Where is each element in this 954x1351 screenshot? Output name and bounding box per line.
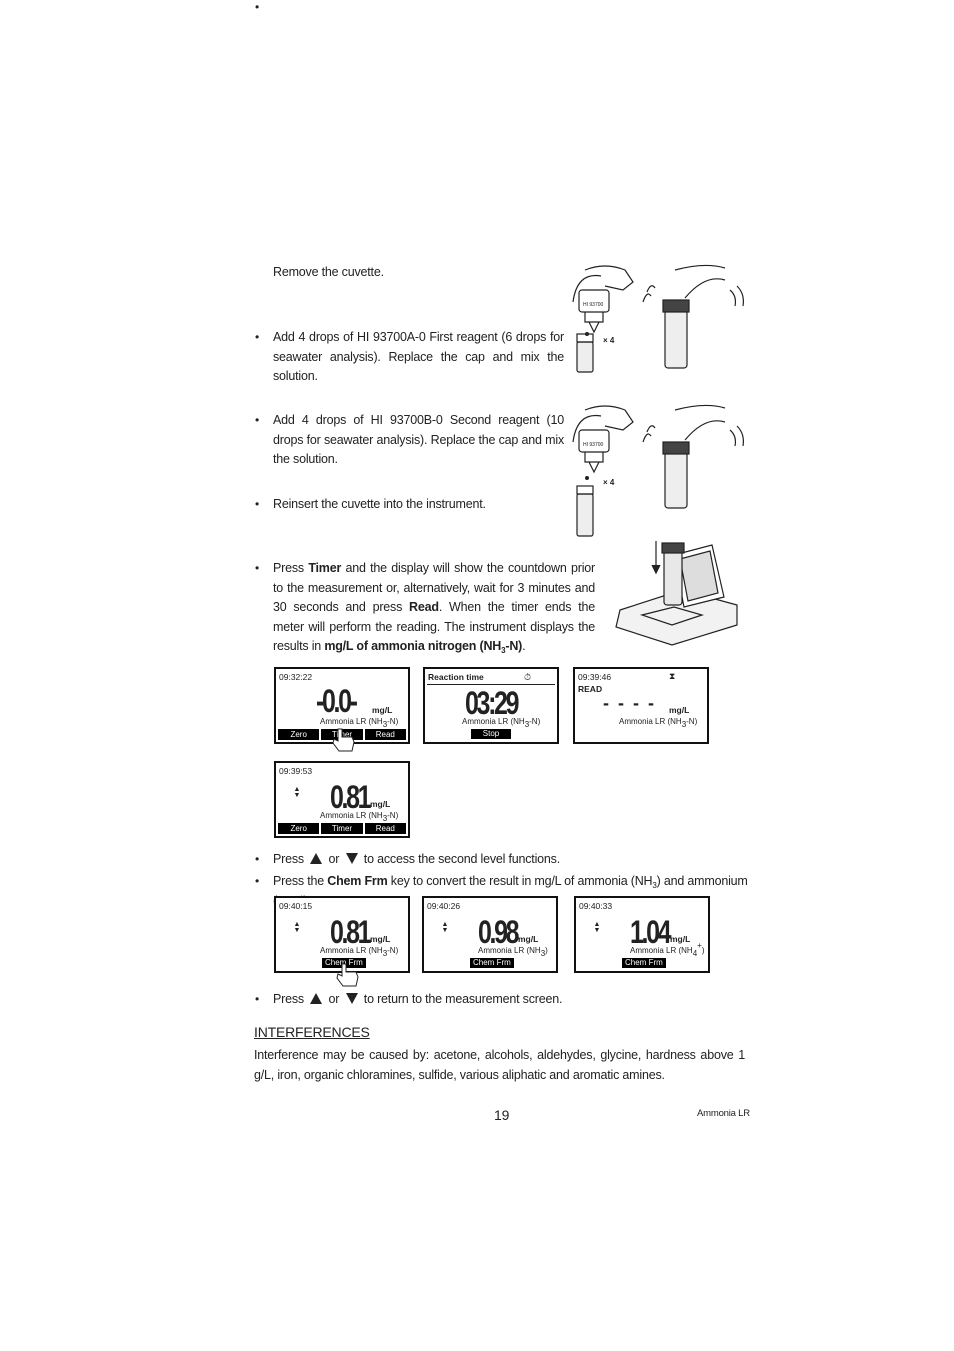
- bullet: •: [255, 874, 260, 888]
- display-screen-result: 09:39:53 ▲▼ 0.81 mg/L Ammonia LR (NH3-N)…: [274, 761, 410, 838]
- unit-label: mg/L: [669, 705, 690, 715]
- interferences-body: Interference may be caused by: acetone, …: [254, 1048, 745, 1082]
- measurement-value: 0.81: [330, 914, 372, 950]
- softkey-bar: Zero Timer Read: [278, 823, 406, 834]
- zero-key[interactable]: Zero: [278, 729, 320, 740]
- read-mode-label: READ: [578, 684, 603, 694]
- times-four-label: × 4: [603, 478, 615, 487]
- clock-readout: 09:39:53: [279, 766, 313, 776]
- up-down-arrows-icon: ▲▼: [293, 786, 301, 799]
- step-first-reagent: Add 4 drops of HI 93700A-0 First reagent…: [273, 330, 564, 383]
- measurement-value: 0.98: [478, 914, 520, 950]
- timer-key-label: Timer: [308, 561, 342, 575]
- unit-label: mg/L: [370, 934, 391, 944]
- clock-readout: 09:40:33: [579, 901, 613, 911]
- stopwatch-icon: ⏱: [524, 672, 532, 682]
- clock-readout: 09:39:46: [578, 672, 612, 682]
- up-down-arrows-icon: ▲▼: [441, 921, 449, 934]
- display-screen-nh3: 09:40:26 ▲▼ 0.98 mg/L Ammonia LR (NH3) C…: [422, 896, 558, 973]
- stop-key[interactable]: Stop: [471, 729, 511, 739]
- chem-frm-key-label: Chem Frm: [327, 874, 388, 888]
- unit-label: mg/L: [670, 934, 691, 944]
- chem-frm-key[interactable]: Chem Frm: [622, 958, 666, 968]
- page-number: 19: [494, 1107, 510, 1123]
- measurement-value: 0.81: [330, 779, 372, 815]
- method-label: Ammonia LR (NH3): [478, 946, 548, 958]
- times-four-label: × 4: [603, 336, 615, 345]
- method-label: Ammonia LR (NH4+): [630, 941, 705, 958]
- bullet: •: [255, 413, 260, 427]
- step-timer: Press Timer and the display will show th…: [273, 561, 595, 655]
- clock-readout: 09:40:15: [279, 901, 313, 911]
- reaction-time-title: Reaction time: [428, 672, 484, 682]
- step-second-reagent: Add 4 drops of HI 93700B-0 Second reagen…: [273, 413, 564, 466]
- display-screen-nh3-n: 09:40:15 ▲▼ 0.81 mg/L Ammonia LR (NH3-N)…: [274, 896, 410, 973]
- clock-readout: 09:40:26: [427, 901, 461, 911]
- up-arrow-icon: [310, 853, 323, 864]
- method-label: Ammonia LR (NH3-N): [320, 811, 399, 823]
- bullet: •: [255, 497, 260, 511]
- bullet: •: [255, 330, 260, 344]
- title-divider: [427, 684, 555, 685]
- down-arrow-icon: [345, 993, 358, 1004]
- unit-label: mg/L: [372, 705, 393, 715]
- pointer-hand-icon: [332, 728, 355, 752]
- measurement-value: -0.0-: [316, 683, 358, 719]
- step-second-level: Press or to access the second level func…: [273, 852, 560, 866]
- method-label: Ammonia LR (NH3-N): [320, 717, 399, 729]
- bottle-label: HI 93700: [583, 442, 604, 448]
- bullet: •: [255, 992, 260, 1006]
- down-arrow-icon: [345, 853, 358, 864]
- up-arrow-icon: [310, 993, 323, 1004]
- first-reagent-illustration: HI 93700 × 4: [572, 264, 744, 373]
- read-key[interactable]: Read: [364, 823, 406, 834]
- read-key-label: Read: [409, 600, 439, 614]
- measurement-value: 1.04: [630, 914, 672, 950]
- bullet: •: [255, 0, 260, 14]
- method-label: Ammonia LR (NH3-N): [320, 946, 399, 958]
- chem-frm-key[interactable]: Chem Frm: [470, 958, 514, 968]
- section-label: Ammonia LR: [697, 1108, 750, 1119]
- step-chem-frm: Press the Chem Frm key to convert the re…: [273, 874, 748, 909]
- method-label: Ammonia LR (NH3-N): [619, 717, 698, 729]
- display-screen-reading: 09:39:46 ⧗ READ - - - - mg/L Ammonia LR …: [573, 667, 709, 744]
- step-reinsert-cuvette: Reinsert the cuvette into the instrument…: [273, 497, 486, 511]
- step-remove-cuvette: Remove the cuvette.: [273, 265, 384, 279]
- display-screen-reaction-time: Reaction time ⏱ 03:29 Ammonia LR (NH3-N)…: [423, 667, 559, 744]
- method-label: Ammonia LR (NH3-N): [462, 717, 541, 729]
- unit-label: mg/L: [370, 799, 391, 809]
- up-down-arrows-icon: ▲▼: [593, 921, 601, 934]
- step-return: Press or to return to the measurement sc…: [273, 992, 563, 1006]
- bullet: •: [255, 852, 260, 866]
- bullet: •: [255, 561, 260, 575]
- interferences-heading: INTERFERENCES: [254, 1024, 370, 1040]
- chem-frm-key[interactable]: Chem Frm: [322, 958, 366, 968]
- timer-key[interactable]: Timer: [321, 823, 363, 834]
- read-key[interactable]: Read: [364, 729, 406, 740]
- second-reagent-illustration: HI 93700 × 4: [572, 404, 744, 537]
- hourglass-icon: ⧗: [669, 671, 676, 681]
- pointer-hand-icon: [336, 963, 359, 987]
- unit-label: mg/L: [518, 934, 539, 944]
- zero-key[interactable]: Zero: [278, 823, 320, 834]
- display-screen-nh4: 09:40:33 ▲▼ 1.04 mg/L Ammonia LR (NH4+) …: [574, 896, 710, 973]
- measurement-value: - - - -: [603, 693, 656, 713]
- clock-readout: 09:32:22: [279, 672, 313, 682]
- instrument-insert-illustration: [615, 541, 738, 646]
- up-down-arrows-icon: ▲▼: [293, 921, 301, 934]
- bottle-label: HI 93700: [583, 302, 604, 308]
- countdown-value: 03:29: [465, 685, 519, 721]
